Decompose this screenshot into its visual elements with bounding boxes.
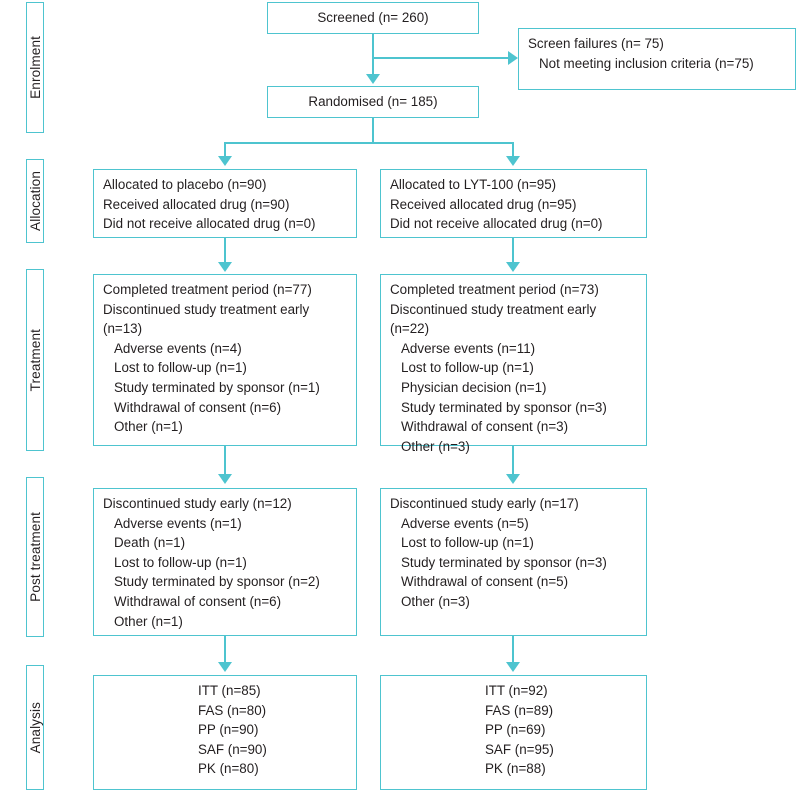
- connector-treatment-to-post-left: [224, 446, 226, 476]
- analysis-lyt100-item: PK (n=88): [485, 761, 546, 777]
- stage-label-post-treatment: Post treatment: [26, 477, 44, 637]
- arrow-allocation-to-treatment-left: [217, 262, 232, 272]
- post-treatment-lyt100-item: Adverse events (n=5): [401, 515, 529, 531]
- treatment-placebo-line: Completed treatment period (n=77): [103, 282, 312, 297]
- box-treatment-lyt100: Completed treatment period (n=73) Discon…: [380, 274, 647, 454]
- box-allocation-lyt100: Allocated to LYT-100 (n=95) Received all…: [380, 169, 647, 238]
- treatment-placebo-item: Adverse events (n=4): [114, 340, 242, 356]
- analysis-placebo-item: PK (n=80): [198, 761, 259, 777]
- treatment-lyt100-line: Completed treatment period (n=73): [390, 282, 599, 297]
- arrow-post-to-analysis-right: [506, 662, 520, 672]
- stage-label-allocation-text: Allocation: [27, 171, 43, 231]
- treatment-lyt100-item: Withdrawal of consent (n=3): [401, 419, 569, 435]
- box-randomised: Randomised (n= 185): [267, 86, 479, 118]
- treatment-placebo-line: (n=13): [103, 321, 143, 337]
- box-treatment-placebo: Completed treatment period (n=77) Discon…: [93, 274, 357, 446]
- box-post-treatment-placebo: Discontinued study early (n=12) Adverse …: [93, 488, 357, 636]
- treatment-placebo-item: Withdrawal of consent (n=6): [114, 399, 282, 415]
- connector-randomised-split: [224, 142, 514, 144]
- connector-screened-to-randomised: [372, 34, 374, 76]
- arrow-post-to-analysis-left: [217, 662, 232, 672]
- box-post-treatment-lyt100: Discontinued study early (n=17) Adverse …: [380, 488, 647, 636]
- box-screened-text: Screened (n= 260): [317, 10, 429, 26]
- post-treatment-placebo-item: Other (n=1): [114, 613, 183, 629]
- analysis-placebo-item: SAF (n=90): [198, 741, 267, 757]
- analysis-lyt100-item: SAF (n=95): [485, 741, 554, 757]
- treatment-lyt100-item: Lost to follow-up (n=1): [401, 360, 534, 376]
- box-allocation-placebo: Allocated to placebo (n=90) Received all…: [93, 169, 357, 238]
- stage-label-enrolment-text: Enrolment: [27, 36, 43, 99]
- screen-failures-item: Not meeting inclusion criteria (n=75): [539, 55, 754, 71]
- treatment-placebo-item: Lost to follow-up (n=1): [114, 360, 247, 376]
- analysis-placebo-item: PP (n=90): [198, 722, 259, 738]
- treatment-lyt100-line: (n=22): [390, 321, 430, 337]
- analysis-lyt100-item: ITT (n=92): [485, 683, 548, 698]
- treatment-lyt100-line: Discontinued study treatment early: [390, 301, 597, 317]
- stage-label-enrolment: Enrolment: [26, 2, 44, 133]
- stage-label-analysis-text: Analysis: [27, 701, 43, 754]
- post-treatment-placebo-item: Adverse events (n=1): [114, 515, 242, 531]
- box-randomised-text: Randomised (n= 185): [308, 94, 438, 110]
- connector-randomised-stem: [372, 118, 374, 144]
- treatment-lyt100-item: Adverse events (n=11): [401, 340, 536, 356]
- stage-label-allocation: Allocation: [26, 159, 44, 243]
- treatment-placebo-item: Other (n=1): [114, 419, 183, 435]
- stage-label-analysis: Analysis: [26, 665, 44, 790]
- treatment-lyt100-item: Study terminated by sponsor (n=3): [401, 399, 607, 415]
- post-treatment-placebo-item: Study terminated by sponsor (n=2): [114, 574, 320, 590]
- treatment-lyt100-item: Physician decision (n=1): [401, 379, 547, 395]
- analysis-lyt100-item: FAS (n=89): [485, 702, 554, 718]
- post-treatment-lyt100-item: Lost to follow-up (n=1): [401, 535, 534, 551]
- post-treatment-placebo-item: Withdrawal of consent (n=6): [114, 593, 282, 609]
- screen-failures-heading: Screen failures (n= 75): [528, 36, 664, 51]
- post-treatment-placebo-item: Death (n=1): [114, 535, 186, 551]
- post-treatment-lyt100-heading: Discontinued study early (n=17): [390, 496, 579, 511]
- connector-allocation-to-treatment-right: [512, 238, 514, 264]
- arrow-screened-to-randomised: [365, 74, 380, 84]
- arrow-treatment-to-post-right: [506, 474, 520, 484]
- post-treatment-lyt100-item: Study terminated by sponsor (n=3): [401, 554, 607, 570]
- arrow-randomised-to-lyt100: [506, 156, 520, 166]
- allocation-placebo-line: Allocated to placebo (n=90): [103, 177, 267, 192]
- allocation-lyt100-line: Received allocated drug (n=95): [390, 196, 577, 212]
- analysis-placebo-item: ITT (n=85): [198, 683, 261, 698]
- connector-allocation-to-treatment-left: [224, 238, 226, 264]
- arrow-randomised-to-placebo: [217, 156, 232, 166]
- arrow-allocation-to-treatment-right: [506, 262, 520, 272]
- arrow-treatment-to-post-left: [217, 474, 232, 484]
- stage-label-treatment-text: Treatment: [27, 328, 43, 392]
- treatment-lyt100-item: Other (n=3): [401, 438, 470, 454]
- box-screen-failures: Screen failures (n= 75) Not meeting incl…: [518, 28, 796, 90]
- analysis-lyt100-item: PP (n=69): [485, 722, 546, 738]
- stage-label-treatment: Treatment: [26, 269, 44, 451]
- post-treatment-lyt100-item: Withdrawal of consent (n=5): [401, 574, 569, 590]
- allocation-placebo-line: Received allocated drug (n=90): [103, 196, 290, 212]
- treatment-placebo-item: Study terminated by sponsor (n=1): [114, 379, 320, 395]
- connector-screened-to-screen-failures: [372, 57, 510, 59]
- allocation-lyt100-line: Did not receive allocated drug (n=0): [390, 216, 603, 232]
- box-screened: Screened (n= 260): [267, 2, 479, 34]
- box-analysis-lyt100: ITT (n=92) FAS (n=89) PP (n=69) SAF (n=9…: [380, 675, 647, 790]
- treatment-placebo-line: Discontinued study treatment early: [103, 301, 310, 317]
- stage-label-post-treatment-text: Post treatment: [27, 512, 43, 602]
- arrow-screened-to-screen-failures: [508, 50, 518, 65]
- connector-post-to-analysis-left: [224, 636, 226, 664]
- post-treatment-placebo-item: Lost to follow-up (n=1): [114, 554, 247, 570]
- box-analysis-placebo: ITT (n=85) FAS (n=80) PP (n=90) SAF (n=9…: [93, 675, 357, 790]
- connector-randomised-right-drop: [512, 142, 514, 158]
- connector-treatment-to-post-right: [512, 446, 514, 476]
- allocation-lyt100-line: Allocated to LYT-100 (n=95): [390, 177, 557, 192]
- allocation-placebo-line: Did not receive allocated drug (n=0): [103, 216, 316, 232]
- connector-post-to-analysis-right: [512, 636, 514, 664]
- connector-randomised-left-drop: [224, 142, 226, 158]
- post-treatment-lyt100-item: Other (n=3): [401, 593, 470, 609]
- analysis-placebo-item: FAS (n=80): [198, 702, 267, 718]
- post-treatment-placebo-heading: Discontinued study early (n=12): [103, 496, 292, 511]
